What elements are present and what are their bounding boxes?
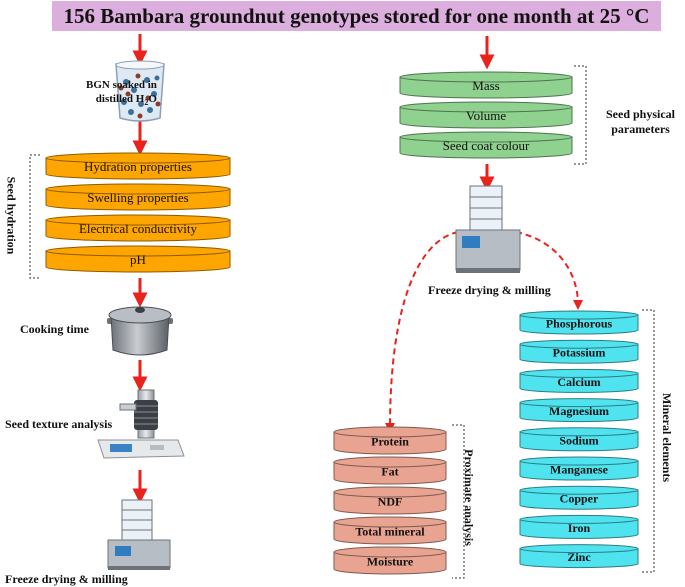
step-disc: Copper xyxy=(519,485,639,510)
step-label: Calcium xyxy=(557,375,600,389)
step-disc: Moisture xyxy=(333,546,447,575)
soak-line2-suffix: O xyxy=(148,93,157,105)
soak-subscript: 2 xyxy=(144,98,149,108)
physical-group-label-line2: parameters xyxy=(611,122,670,136)
step-label: Potassium xyxy=(553,346,606,360)
step-disc: Mass xyxy=(399,71,573,99)
step-disc: pH xyxy=(45,245,231,273)
step-label: Volume xyxy=(466,108,506,123)
minerals-group-label: Mineral elements xyxy=(659,393,674,482)
step-disc: Fat xyxy=(333,456,447,485)
split-arrows xyxy=(385,231,583,433)
group-brackets xyxy=(29,65,655,579)
step-label: Seed coat colour xyxy=(443,138,530,153)
step-disc: Protein xyxy=(333,426,447,455)
seed-texture-label: Seed texture analysis xyxy=(5,417,113,431)
step-label: Swelling properties xyxy=(87,190,188,205)
soak-label-line1: BGN soaked in xyxy=(86,79,157,91)
step-disc: Total mineral xyxy=(333,516,447,545)
freeze-dryer-icon xyxy=(107,499,171,570)
step-label: Electrical conductivity xyxy=(79,221,198,236)
step-label: Fat xyxy=(381,465,398,479)
cooking-time-label: Cooking time xyxy=(20,322,89,336)
cooking-pot-icon xyxy=(107,306,173,356)
soak-label-line2: distilled H2O xyxy=(86,92,157,110)
step-label: pH xyxy=(130,252,146,267)
step-disc: Swelling properties xyxy=(45,183,231,211)
step-label: Copper xyxy=(560,492,599,506)
step-label: Hydration properties xyxy=(84,159,192,174)
physical-group-label-line1: Seed physical xyxy=(606,107,676,121)
step-disc: Magnesium xyxy=(519,398,639,423)
step-label: Iron xyxy=(568,521,591,535)
texture-analyser-icon xyxy=(97,389,185,459)
mineral-steps: PhosphorousPotassiumCalciumMagnesiumSodi… xyxy=(519,310,639,569)
freeze-drying-left-label: Freeze drying & milling xyxy=(5,572,128,586)
step-label: Total mineral xyxy=(355,525,425,539)
step-disc: Calcium xyxy=(519,368,639,393)
step-disc: Manganese xyxy=(519,456,639,481)
step-label: Moisture xyxy=(367,555,414,569)
freeze-dryer-icon xyxy=(455,185,521,273)
step-disc: Hydration properties xyxy=(45,152,231,180)
step-disc: NDF xyxy=(333,486,447,515)
seed-hydration-group-label: Seed hydration xyxy=(4,176,19,255)
step-disc: Iron xyxy=(519,514,639,539)
step-label: Protein xyxy=(371,435,409,449)
soak-label: BGN soaked in distilled H2O xyxy=(86,78,157,110)
step-label: NDF xyxy=(378,495,403,509)
proximate-group-label: Proximate analysis xyxy=(461,449,476,546)
step-label: Sodium xyxy=(559,433,598,447)
step-disc: Zinc xyxy=(519,544,639,569)
step-disc: Electrical conductivity xyxy=(45,214,231,242)
step-label: Mass xyxy=(472,78,499,93)
step-disc: Potassium xyxy=(519,339,639,364)
step-disc: Volume xyxy=(399,101,573,129)
physical-group-label: Seed physical parameters xyxy=(606,107,675,137)
step-label: Zinc xyxy=(567,550,591,564)
step-disc: Sodium xyxy=(519,427,639,452)
step-label: Magnesium xyxy=(549,404,609,418)
step-label: Phosphorous xyxy=(546,317,613,331)
beaker-icon xyxy=(115,60,165,122)
freeze-drying-right-label: Freeze drying & milling xyxy=(428,283,551,297)
soak-line2-prefix: distilled H xyxy=(95,93,145,105)
step-label: Manganese xyxy=(550,463,609,477)
step-disc: Seed coat colour xyxy=(399,131,573,159)
step-disc: Phosphorous xyxy=(519,310,639,335)
diagram-title: 156 Bambara groundnut genotypes stored f… xyxy=(52,1,661,31)
